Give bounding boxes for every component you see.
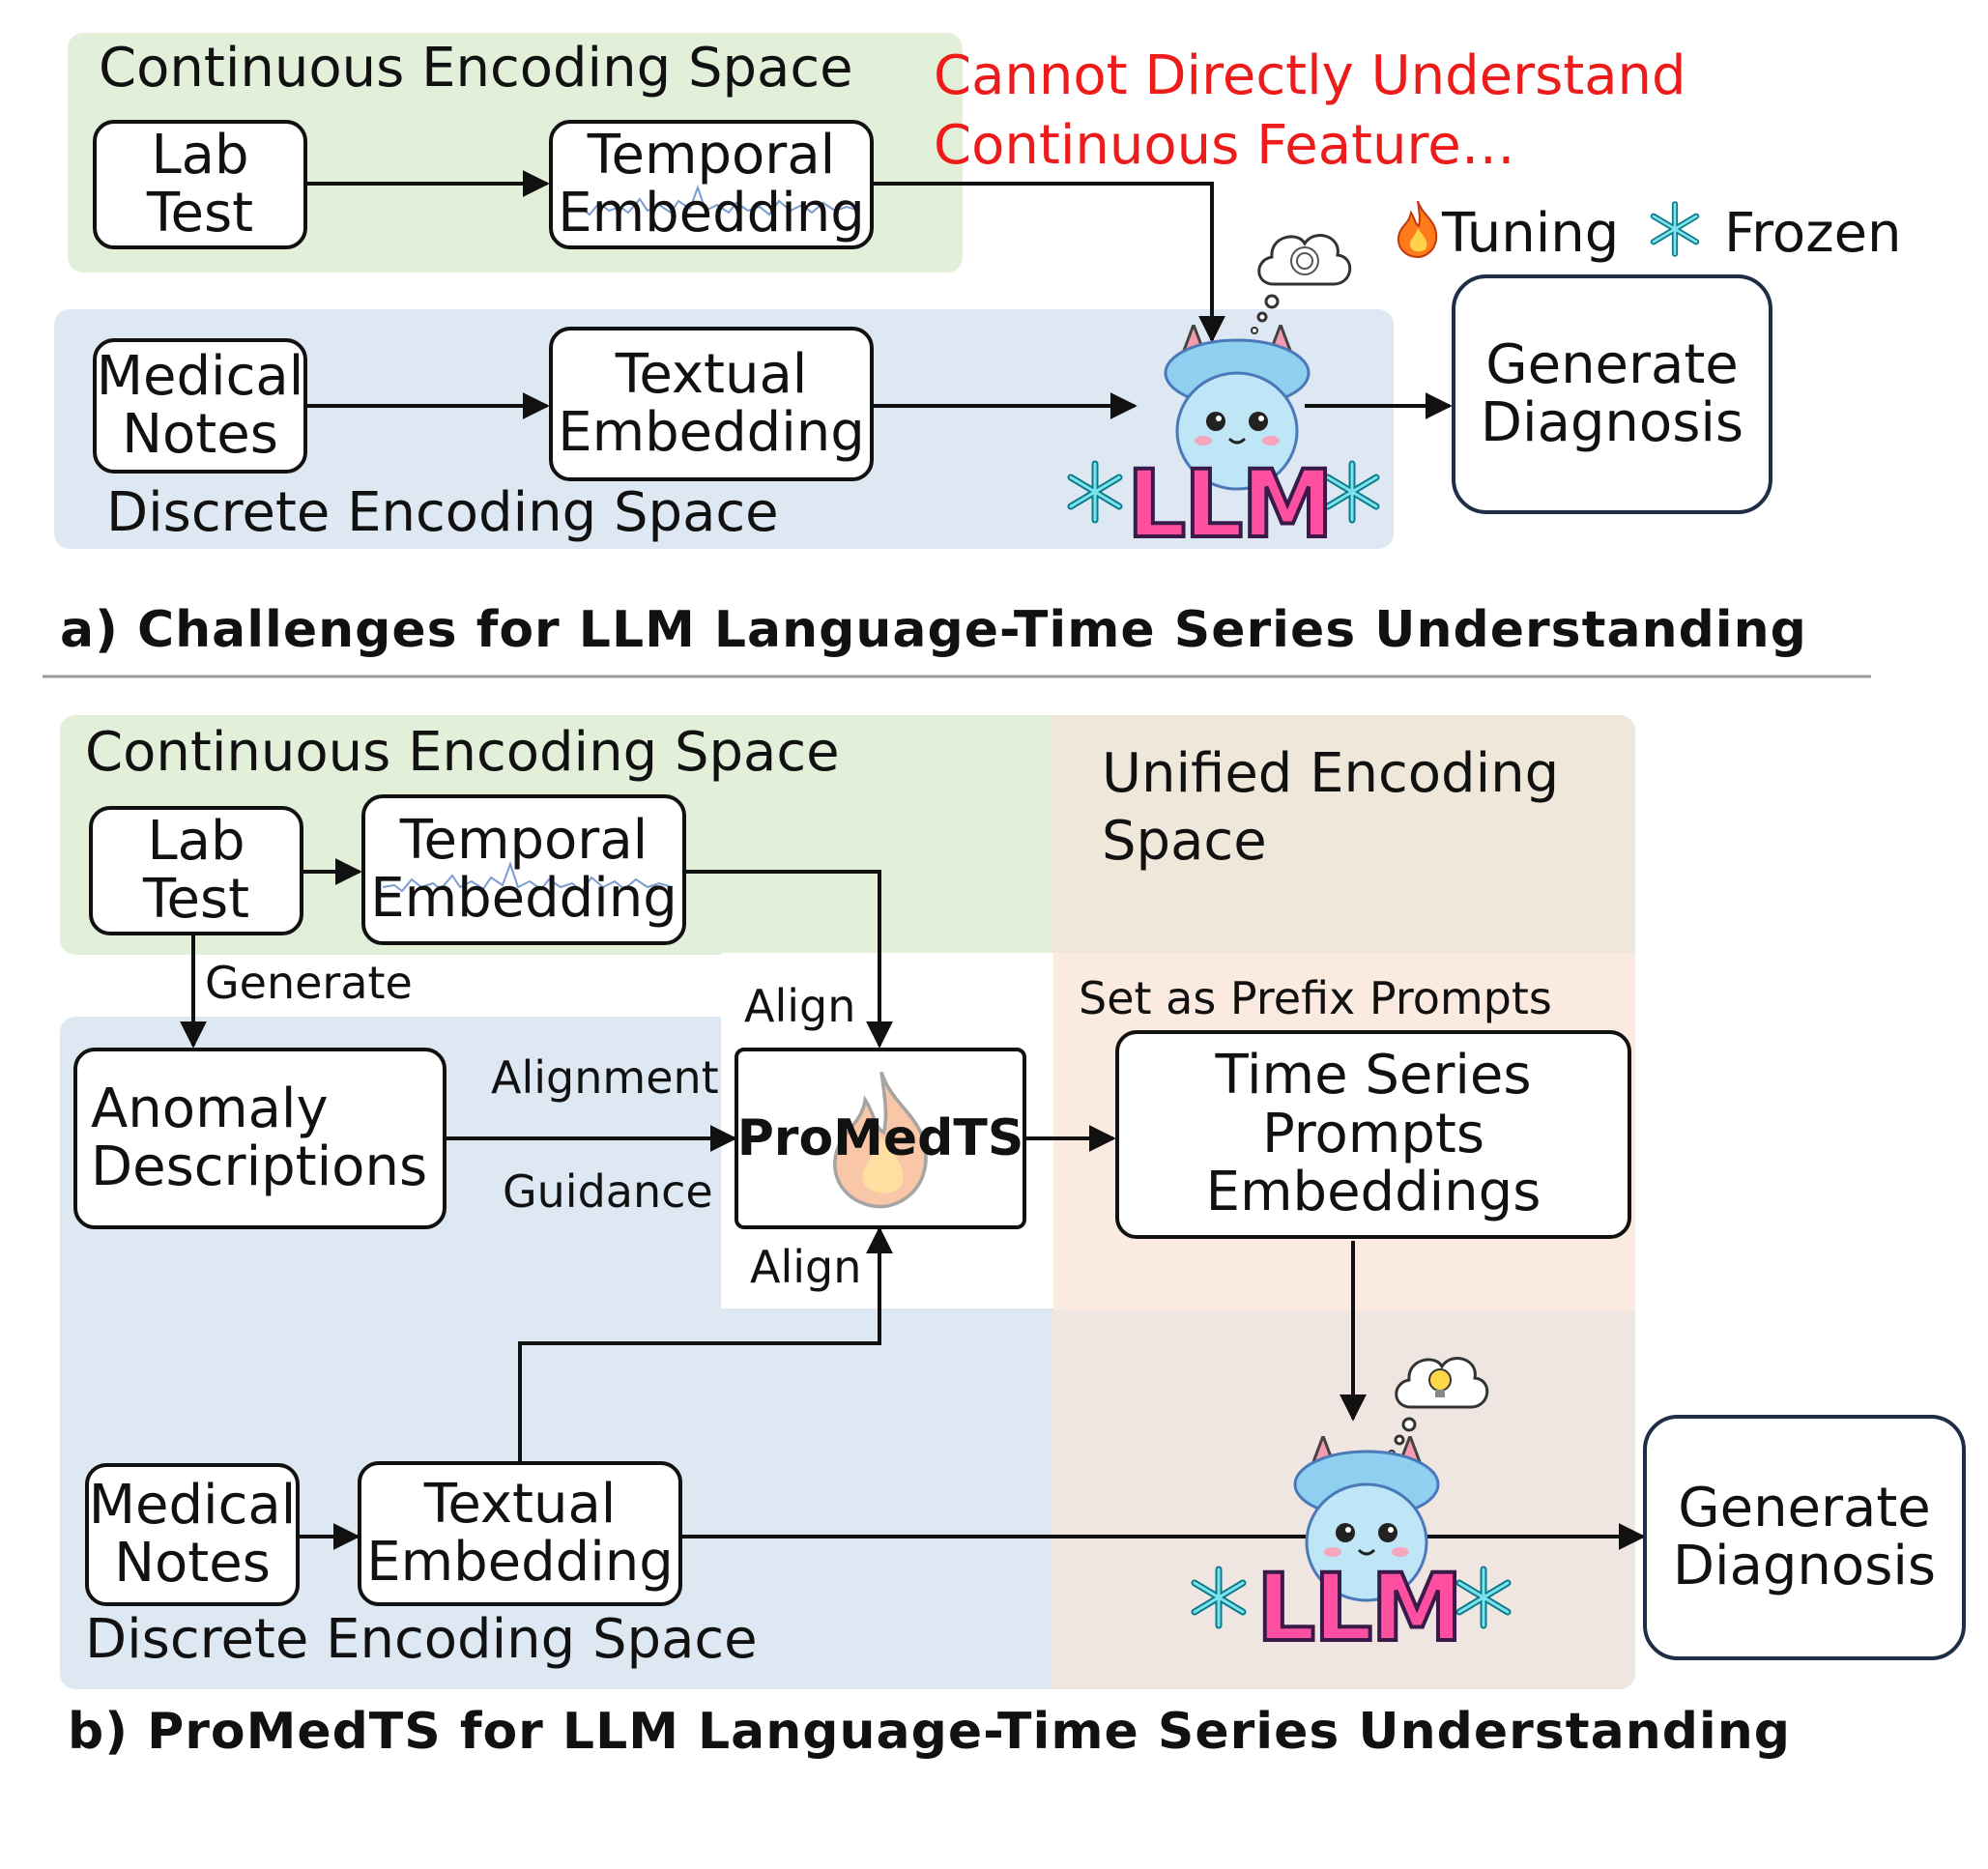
a-lab-test-line1: Lab xyxy=(151,123,249,187)
b-temporal-line1: Temporal xyxy=(399,808,648,872)
b-discrete-space-label: Discrete Encoding Space xyxy=(85,1608,758,1671)
b-anomaly-line2: Descriptions xyxy=(91,1136,428,1198)
a-temporal-line2: Embedding xyxy=(558,182,865,244)
b-anomaly-line1: Anomaly xyxy=(91,1077,329,1140)
b-lightbulb-cloud-icon xyxy=(1388,1357,1489,1457)
b-llm-text: LLM xyxy=(1254,1552,1465,1664)
a-generate-diagnosis-box: Generate Diagnosis xyxy=(1452,274,1772,514)
b-temporal-line2: Embedding xyxy=(370,867,677,930)
a-textual-line2: Embedding xyxy=(558,401,865,464)
b-promedts-fire-icon xyxy=(833,1071,928,1209)
a-warning-line1: Cannot Directly Understand xyxy=(934,44,1686,107)
a-temporal-line1: Temporal xyxy=(587,123,836,187)
b-lab-test-box: Lab Test xyxy=(89,806,303,935)
a-caption: a) Challenges for LLM Language-Time Seri… xyxy=(60,601,1807,659)
a-diagnosis-line2: Diagnosis xyxy=(1480,391,1744,454)
a-notes-line1: Medical xyxy=(96,344,304,408)
a-thought-cloud-icon xyxy=(1251,234,1352,334)
b-ts-prompts-line2: Prompts xyxy=(1261,1102,1485,1165)
b-llama-icon xyxy=(1293,1436,1440,1602)
a-snowflake-left-icon xyxy=(1067,460,1123,524)
b-ts-prompts-box: Time Series Prompts Embeddings xyxy=(1115,1030,1631,1239)
a-llm-mascot: LLM xyxy=(1052,216,1380,561)
b-snowflake-right-icon xyxy=(1455,1566,1512,1629)
b-snowflake-left-icon xyxy=(1191,1566,1247,1629)
a-textual-line1: Textual xyxy=(615,342,808,406)
legend-tuning: Tuning xyxy=(1394,199,1619,265)
b-llm-mascot: LLM xyxy=(1179,1339,1527,1668)
b-unified-top-region xyxy=(1052,715,1635,955)
b-align-top-label: Align xyxy=(744,980,856,1032)
b-temporal-embedding-box: Temporal Embedding xyxy=(361,794,686,945)
a-diagnosis-line1: Generate xyxy=(1485,332,1739,396)
b-notes-line1: Medical xyxy=(88,1473,297,1537)
b-unified-space-line1: Unified Encoding xyxy=(1102,742,1560,805)
b-textual-line1: Textual xyxy=(423,1472,617,1536)
a-arrow-temporal-to-llm xyxy=(874,182,1225,343)
a-textual-embedding-box: Textual Embedding xyxy=(549,327,874,481)
b-prefix-prompts-label: Set as Prefix Prompts xyxy=(1079,972,1552,1024)
b-lab-test-line2: Test xyxy=(142,868,250,931)
b-textual-embedding-box: Textual Embedding xyxy=(358,1461,682,1606)
b-generate-label: Generate xyxy=(205,957,413,1009)
b-medical-notes-box: Medical Notes xyxy=(85,1463,300,1606)
legend-tuning-label: Tuning xyxy=(1442,202,1620,265)
b-temporal-waveform-icon xyxy=(383,860,673,893)
b-ts-prompts-line1: Time Series xyxy=(1215,1044,1532,1107)
legend-frozen-label: Frozen xyxy=(1724,202,1902,265)
a-lab-test-line2: Test xyxy=(146,182,254,244)
b-arrow-textual-to-promedts xyxy=(518,1226,893,1461)
b-align-bottom-label: Align xyxy=(750,1241,862,1293)
legend-frozen: Frozen xyxy=(1645,199,1902,265)
a-snowflake-right-icon xyxy=(1324,460,1380,524)
a-notes-line2: Notes xyxy=(122,403,278,466)
b-diagnosis-line1: Generate xyxy=(1678,1476,1931,1539)
b-anomaly-descriptions-box: Anomaly Descriptions xyxy=(73,1048,447,1229)
b-guidance-label: Guidance xyxy=(503,1165,713,1218)
b-diagnosis-line2: Diagnosis xyxy=(1672,1535,1937,1597)
fire-icon xyxy=(1397,200,1438,259)
a-lab-test-box: Lab Test xyxy=(93,120,307,249)
a-continuous-space-label: Continuous Encoding Space xyxy=(99,37,853,100)
b-alignment-label: Alignment xyxy=(491,1051,719,1104)
a-llm-text: LLM xyxy=(1125,448,1336,561)
a-medical-notes-box: Medical Notes xyxy=(93,338,307,474)
b-textual-line2: Embedding xyxy=(366,1531,674,1594)
b-lab-test-line1: Lab xyxy=(147,809,245,873)
snowflake-icon xyxy=(1650,201,1700,257)
b-continuous-space-label: Continuous Encoding Space xyxy=(85,721,840,784)
b-promedts-box: ProMedTS xyxy=(735,1048,1026,1229)
b-notes-line2: Notes xyxy=(114,1532,271,1595)
a-temporal-waveform-icon xyxy=(570,184,860,216)
b-arrow-temporal-to-promedts xyxy=(686,870,893,1049)
b-ts-prompts-line3: Embeddings xyxy=(1205,1161,1541,1224)
b-unified-space-line2: Space xyxy=(1102,810,1267,873)
a-warning-line2: Continuous Feature… xyxy=(934,114,1515,177)
b-generate-diagnosis-box: Generate Diagnosis xyxy=(1643,1415,1966,1660)
a-discrete-space-label: Discrete Encoding Space xyxy=(106,481,779,544)
b-promedts-label: ProMedTS xyxy=(736,1108,1024,1167)
a-llama-icon xyxy=(1164,325,1311,491)
a-temporal-embedding-box: Temporal Embedding xyxy=(549,120,874,249)
b-caption: b) ProMedTS for LLM Language-Time Series… xyxy=(68,1703,1791,1761)
